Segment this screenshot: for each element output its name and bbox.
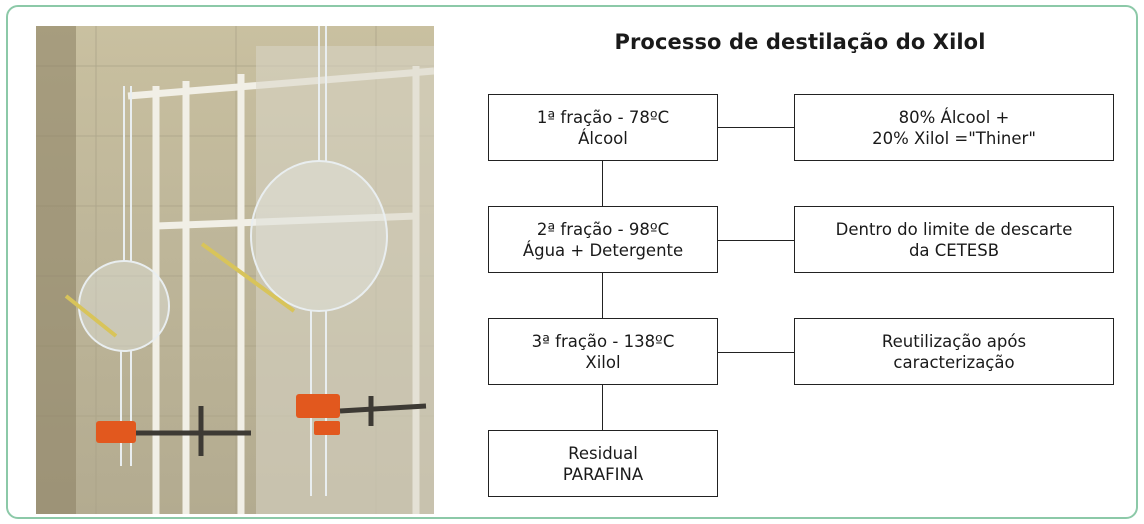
result-3-line-2: caracterização [893,352,1015,372]
distillation-apparatus-icon [36,26,434,514]
fraction-3-line-2: Xilol [585,352,621,372]
fraction-2-line-2: Água + Detergente [522,240,684,260]
result-2-line-1: Dentro do limite de descarte [835,219,1073,239]
fraction-4-line-1: Residual [568,443,638,463]
diagram-title: Processo de destilação do Xilol [614,30,986,54]
fraction-3-box: 3ª fração - 138ºC Xilol [488,318,718,385]
result-3-box: Reutilização após caracterização [794,318,1114,385]
fraction-4-box: Residual PARAFINA [488,430,718,497]
connector-3-4 [602,385,603,430]
fraction-1-box: 1ª fração - 78ºC Álcool [488,94,718,161]
connector-1-2 [602,160,603,206]
result-3-line-1: Reutilização após [881,331,1027,351]
fraction-1-line-1: 1ª fração - 78ºC [536,107,670,127]
result-1-box: 80% Álcool + 20% Xilol ="Thiner" [794,94,1114,161]
connector-2-3 [602,273,603,318]
result-2-box: Dentro do limite de descarte da CETESB [794,206,1114,273]
distillation-photo [36,26,434,514]
result-1-line-2: 20% Xilol ="Thiner" [872,128,1036,148]
fraction-1-line-2: Álcool [578,128,628,148]
fraction-2-line-1: 2ª fração - 98ºC [536,219,670,239]
result-1-line-1: 80% Álcool + [898,107,1010,127]
connector-fraction-3-result [718,352,794,353]
fraction-4-line-2: PARAFINA [562,464,644,484]
fraction-3-line-1: 3ª fração - 138ºC [531,331,675,351]
connector-fraction-2-result [718,240,794,241]
connector-fraction-1-result [718,127,794,128]
fraction-2-box: 2ª fração - 98ºC Água + Detergente [488,206,718,273]
result-2-line-2: da CETESB [908,240,1000,260]
